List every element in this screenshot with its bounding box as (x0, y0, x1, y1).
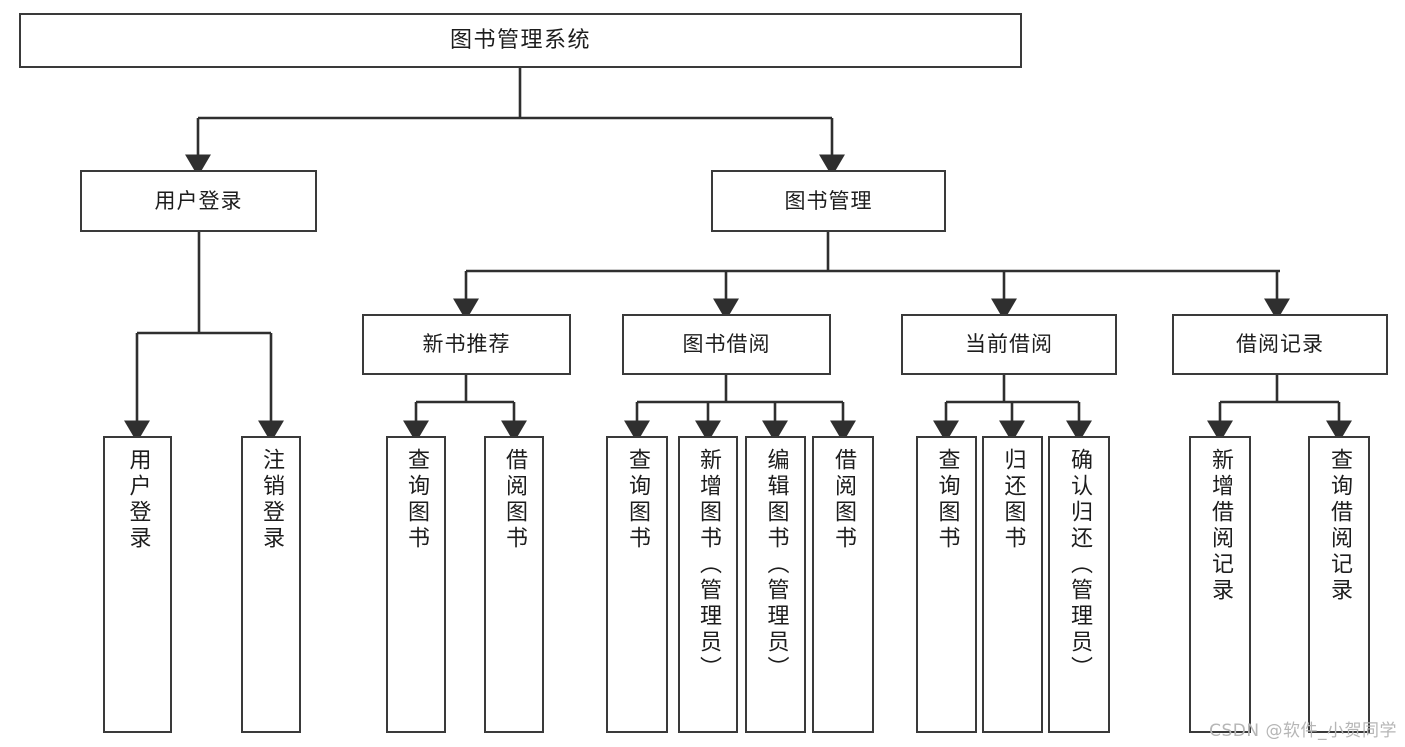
node-book-management[interactable]: 图书管理 (711, 170, 946, 232)
leaf-logout-label: 注销登录 (259, 448, 284, 552)
leaf-edit-book-admin[interactable]: 编辑图书（管理员） (745, 436, 806, 733)
leaf-lend-book[interactable]: 借阅图书 (812, 436, 874, 733)
node-book-management-label: 图书管理 (784, 188, 873, 213)
leaf-lend-book-label: 借阅图书 (831, 448, 856, 552)
leaf-query-book-current[interactable]: 查询图书 (916, 436, 977, 733)
node-book-borrow-label: 图书借阅 (682, 332, 771, 357)
leaf-user-login-label: 用户登录 (125, 448, 151, 552)
leaf-query-book-borrow[interactable]: 查询图书 (606, 436, 668, 733)
leaf-logout[interactable]: 注销登录 (241, 436, 301, 733)
leaf-borrow-book-recommend-label: 借阅图书 (502, 448, 527, 552)
leaf-confirm-return-admin[interactable]: 确认归还（管理员） (1048, 436, 1110, 733)
leaf-query-book-current-label: 查询图书 (934, 448, 960, 552)
leaf-add-borrow-record-label: 新增借阅记录 (1208, 448, 1233, 604)
leaf-confirm-return-admin-label: 确认归还（管理员） (1067, 448, 1092, 682)
leaf-query-book-recommend-label: 查询图书 (404, 448, 429, 552)
node-root-label: 图书管理系统 (449, 27, 591, 53)
node-new-book-recommend-label: 新书推荐 (422, 332, 511, 357)
leaf-user-login[interactable]: 用户登录 (103, 436, 172, 733)
node-current-borrow-label: 当前借阅 (965, 332, 1053, 357)
leaf-query-borrow-record[interactable]: 查询借阅记录 (1308, 436, 1370, 733)
leaf-add-borrow-record[interactable]: 新增借阅记录 (1189, 436, 1251, 733)
leaf-borrow-book-recommend[interactable]: 借阅图书 (484, 436, 544, 733)
leaf-query-book-recommend[interactable]: 查询图书 (386, 436, 446, 733)
leaf-return-book-label: 归还图书 (1000, 448, 1026, 552)
leaf-return-book[interactable]: 归还图书 (982, 436, 1043, 733)
node-root[interactable]: 图书管理系统 (19, 13, 1022, 68)
leaf-add-book-admin-label: 新增图书（管理员） (696, 448, 721, 682)
leaf-add-book-admin[interactable]: 新增图书（管理员） (678, 436, 738, 733)
node-borrow-records-label: 借阅记录 (1236, 332, 1324, 357)
node-user-login-label: 用户登录 (154, 188, 243, 213)
node-current-borrow[interactable]: 当前借阅 (901, 314, 1117, 375)
leaf-query-book-borrow-label: 查询图书 (625, 448, 650, 552)
leaf-edit-book-admin-label: 编辑图书（管理员） (763, 448, 789, 682)
node-user-login[interactable]: 用户登录 (80, 170, 317, 232)
csdn-watermark: CSDN @软件_小贺同学 (1209, 721, 1397, 741)
node-borrow-records[interactable]: 借阅记录 (1172, 314, 1388, 375)
node-book-borrow[interactable]: 图书借阅 (622, 314, 831, 375)
leaf-query-borrow-record-label: 查询借阅记录 (1327, 448, 1352, 604)
node-new-book-recommend[interactable]: 新书推荐 (362, 314, 571, 375)
